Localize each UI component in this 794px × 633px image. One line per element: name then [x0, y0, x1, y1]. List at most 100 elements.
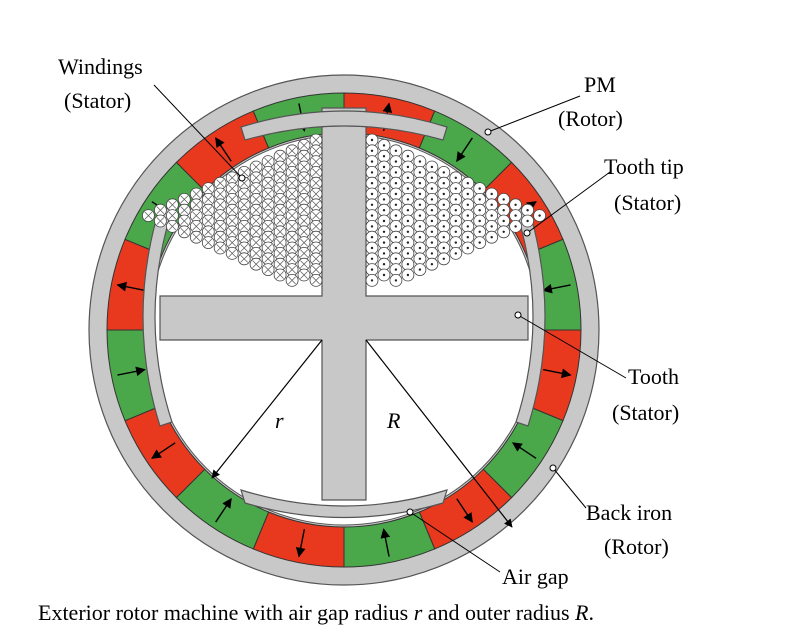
current-out-dot: [418, 257, 422, 260]
current-out-dot: [370, 268, 374, 271]
current-out-dot: [538, 214, 541, 217]
current-in-cross: [264, 168, 272, 177]
tooth-tip-sub-label: (Stator): [614, 190, 681, 215]
current-out-dot: [418, 246, 422, 250]
current-in-cross: [204, 238, 213, 247]
current-out-dot: [406, 176, 410, 179]
tooth-tip-top: [240, 110, 448, 141]
current-out-dot: [406, 155, 410, 158]
current-in-cross: [204, 195, 213, 204]
current-out-dot: [454, 241, 457, 244]
current-out-dot: [418, 171, 422, 174]
current-in-cross: [192, 190, 201, 198]
current-out-dot: [466, 246, 469, 250]
caption-text-2: and outer radius: [422, 600, 575, 625]
current-out-dot: [394, 149, 398, 152]
leader-pm: [487, 95, 581, 133]
current-in-cross: [156, 206, 165, 215]
current-in-cross: [264, 200, 272, 209]
caption-R: R: [574, 600, 589, 625]
current-out-dot: [418, 203, 422, 206]
leader-tooth-dot: [514, 311, 522, 319]
current-in-cross: [228, 227, 237, 236]
figure-caption: Exterior rotor machine with air gap radi…: [38, 600, 594, 625]
current-in-cross: [144, 211, 153, 220]
current-out-dot: [406, 198, 410, 201]
current-in-cross: [288, 179, 296, 188]
current-out-dot: [382, 209, 386, 212]
current-out-dot: [430, 209, 434, 212]
current-in-cross: [228, 173, 237, 182]
current-in-cross: [300, 217, 308, 225]
current-in-cross: [264, 244, 272, 252]
current-in-cross: [300, 238, 308, 247]
current-out-dot: [526, 219, 529, 223]
magnetization-arrow: [116, 281, 146, 292]
magnetization-arrow: [542, 283, 571, 294]
current-in-cross: [192, 200, 201, 209]
current-in-cross: [216, 233, 225, 242]
current-out-dot: [406, 252, 410, 255]
current-in-cross: [264, 157, 272, 166]
current-in-cross: [252, 238, 260, 247]
magnetization-arrow: [456, 498, 473, 523]
current-out-dot: [478, 230, 481, 233]
current-in-cross: [312, 222, 320, 231]
current-in-cross: [312, 244, 320, 252]
current-out-dot: [514, 214, 517, 217]
current-out-dot: [466, 214, 469, 217]
current-out-dot: [514, 225, 517, 228]
current-out-dot: [382, 176, 386, 179]
windings-sub-label: (Stator): [64, 88, 131, 113]
leader-windings: [153, 84, 243, 179]
leader-air-gap: [409, 511, 501, 573]
magnetization-arrow: [295, 528, 306, 558]
current-out-dot: [478, 209, 481, 212]
current-out-dot: [406, 273, 410, 277]
magnetization-arrow: [380, 528, 391, 557]
radius-r-arrow: [211, 339, 323, 479]
current-out-dot: [394, 160, 398, 163]
current-out-dot: [370, 236, 374, 239]
tooth-label: Tooth: [628, 364, 679, 389]
current-out-dot: [478, 198, 481, 201]
current-out-dot: [454, 187, 457, 190]
current-in-cross: [252, 249, 260, 258]
current-out-dot: [502, 230, 505, 233]
current-in-cross: [300, 141, 308, 150]
current-out-dot: [454, 230, 457, 233]
current-out-dot: [466, 192, 469, 196]
current-in-cross: [300, 271, 308, 279]
current-in-cross: [204, 206, 213, 215]
current-in-cross: [216, 179, 225, 188]
current-in-cross: [264, 179, 272, 188]
current-out-dot: [442, 246, 445, 250]
current-out-dot: [394, 268, 398, 271]
current-in-cross: [312, 211, 320, 220]
current-out-dot: [490, 203, 493, 206]
current-in-cross: [240, 244, 249, 252]
current-in-cross: [204, 227, 213, 236]
current-in-cross: [264, 211, 272, 220]
current-out-dot: [442, 225, 445, 228]
magnetization-arrow: [117, 366, 146, 377]
current-out-dot: [418, 268, 422, 271]
leader-tooth-tip: [526, 171, 611, 234]
current-out-dot: [502, 219, 505, 223]
caption-r: r: [414, 600, 423, 625]
current-out-dot: [478, 241, 481, 244]
current-out-dot: [418, 160, 422, 163]
current-out-dot: [430, 252, 434, 255]
current-out-dot: [490, 214, 493, 217]
current-in-cross: [276, 152, 284, 161]
current-in-cross: [216, 200, 225, 209]
current-in-cross: [180, 227, 189, 236]
current-in-cross: [264, 233, 272, 242]
magnetization-arrow: [215, 137, 232, 162]
back-iron-sub-label: (Rotor): [604, 534, 669, 559]
caption-end: .: [588, 600, 594, 625]
current-out-dot: [466, 203, 469, 206]
current-in-cross: [276, 260, 284, 269]
current-out-dot: [382, 144, 386, 147]
